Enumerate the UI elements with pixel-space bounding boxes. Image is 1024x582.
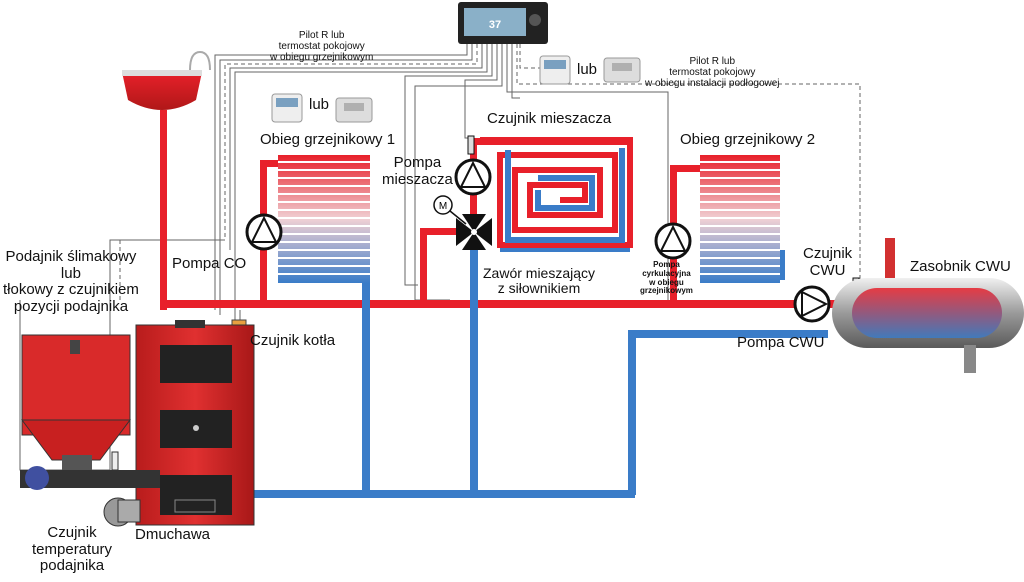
- room-thermostat-1: [271, 93, 373, 123]
- co-pump-label: Pompa CO: [172, 255, 247, 272]
- boiler: [135, 320, 255, 526]
- mixer-sensor-label: Czujnik mieszacza: [487, 110, 612, 127]
- floor-heating-loop: [480, 137, 633, 248]
- motor-symbol: M: [439, 201, 447, 212]
- pump-dhw-icon: [793, 285, 831, 323]
- pump-circulation-icon: [654, 222, 692, 260]
- circulation-pump-label: Pompa cyrkulacyjna w obiegu grzejnikowym: [640, 260, 693, 296]
- dhw-pump-label: Pompa CWU: [737, 334, 825, 351]
- sensor-mixer-icon: [467, 135, 475, 155]
- dhw-tank: [832, 278, 1024, 373]
- blower-icon: [103, 497, 141, 527]
- or-label-1: lub: [309, 96, 330, 113]
- dhw-tank-label: Zasobnik CWU: [910, 258, 1011, 275]
- pump-mixer-icon: [454, 158, 492, 196]
- feeder: [20, 334, 160, 490]
- circuit-1-label: Obieg grzejnikowy 1: [260, 131, 396, 148]
- pump-co-icon: [245, 213, 283, 251]
- boiler-sensor-label: Czujnik kotła: [250, 332, 336, 349]
- controller-panel: 37: [458, 2, 548, 44]
- radiator-1: [278, 155, 370, 283]
- pilot-radiator-label: Pilot R lub termostat pokojowy w obiegu …: [270, 30, 374, 63]
- mixing-valve-icon: [433, 195, 492, 250]
- mixing-valve-label: Zawór mieszający z siłownikiem: [483, 265, 596, 297]
- mixer-pump-label: Pompa mieszacza: [382, 154, 453, 188]
- expansion-tank: [122, 50, 211, 310]
- room-thermostat-2: [539, 55, 641, 85]
- blower-label: Dmuchawa: [135, 526, 211, 543]
- feeder-temp-sensor-label: Czujnik temperatury podajnika: [32, 524, 113, 574]
- controller-display-value: 37: [489, 19, 501, 31]
- feeder-label: Podajnik ślimakowy lub tłokowy z czujnik…: [3, 248, 139, 315]
- dhw-sensor-label: Czujnik CWU: [803, 245, 853, 279]
- or-label-2: lub: [577, 61, 598, 78]
- circuit-2-label: Obieg grzejnikowy 2: [680, 131, 816, 148]
- radiator-2: [700, 155, 780, 283]
- pilot-floor-label: Pilot R lub termostat pokojowy w obiegu …: [645, 56, 780, 89]
